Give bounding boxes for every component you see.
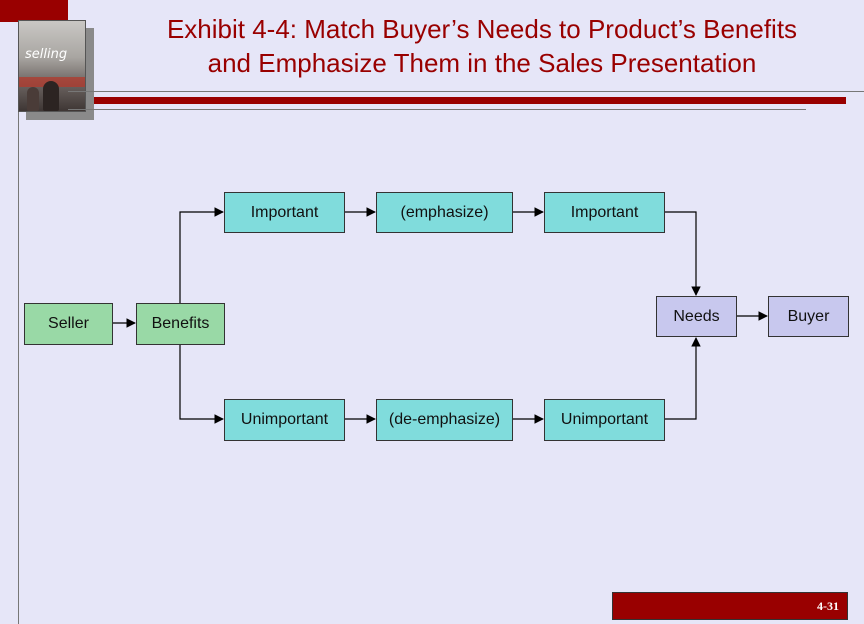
arrow-important-needs <box>665 211 701 296</box>
arrow-benefits-important <box>179 207 224 303</box>
cover-logo-text: selling <box>25 47 68 62</box>
slide-title: Exhibit 4-4: Match Buyer’s Needs to Prod… <box>100 12 864 80</box>
needs-box: Needs <box>656 296 737 337</box>
cover-figure-2 <box>27 87 39 111</box>
page-number: 4-31 <box>817 599 839 613</box>
book-cover-image: selling <box>18 20 86 112</box>
corner-accent-block <box>0 0 68 22</box>
benefits-box: Benefits <box>136 303 225 345</box>
title-line-2: and Emphasize Them in the Sales Presenta… <box>207 48 757 78</box>
title-rule-red <box>94 97 846 104</box>
important-benefit-box: Important <box>224 192 345 233</box>
cover-figure <box>43 81 59 111</box>
buyer-box: Buyer <box>768 296 849 337</box>
seller-box: Seller <box>24 303 113 345</box>
title-rule-bottom <box>68 109 806 110</box>
left-vertical-rule <box>18 22 19 624</box>
deemphasize-box: (de-emphasize) <box>376 399 513 441</box>
emphasize-box: (emphasize) <box>376 192 513 233</box>
unimportant-benefit-box: Unimportant <box>224 399 345 441</box>
unimportant-need-box: Unimportant <box>544 399 665 441</box>
arrow-benefits-unimportant <box>179 345 224 424</box>
title-line-1: Exhibit 4-4: Match Buyer’s Needs to Prod… <box>166 14 798 44</box>
arrow-unimportant-needs <box>665 337 701 420</box>
important-need-box: Important <box>544 192 665 233</box>
page-number-bar: 4-31 <box>612 592 848 620</box>
title-rule-top <box>68 91 864 92</box>
